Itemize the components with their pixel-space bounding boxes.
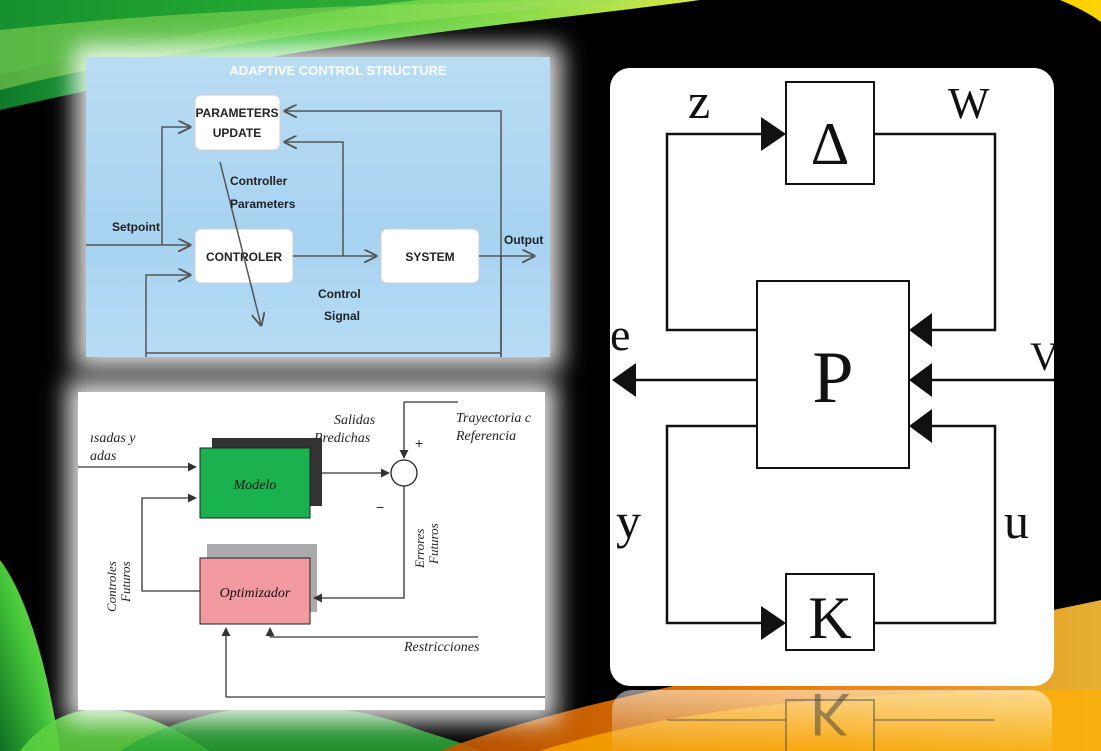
restricciones-label: Restricciones [403, 640, 480, 655]
parameters-update-box [194, 94, 281, 151]
sum-junction [390, 459, 418, 487]
arrow-u-to-p [909, 409, 932, 443]
arrow-e-out [612, 363, 636, 397]
controller-params-label-1: Controller [230, 174, 288, 188]
p-label: P [812, 337, 853, 419]
adaptive-control-diagram: ADAPTIVE CONTROL STRUCTURE PARAMETERS UP… [86, 57, 550, 357]
reflection-k-label: K [810, 690, 850, 748]
control-signal-label-2: Signal [324, 309, 360, 323]
arrow-w-to-p [909, 313, 932, 347]
robust-diagram-reflection: K [612, 690, 1052, 751]
parameters-update-label-2: UPDATE [213, 126, 261, 140]
setpoint-label: Setpoint [112, 220, 160, 234]
top-green-swoosh [0, 0, 700, 110]
inputs-label-2: adas [90, 449, 117, 464]
control-signal-label-1: Control [318, 287, 361, 301]
controles-label-1: Controles [104, 561, 119, 612]
e-label: e [610, 309, 630, 360]
w-label: W [948, 79, 990, 128]
k-box [785, 573, 875, 651]
controller-params-label-2: Parameters [230, 197, 296, 211]
arrow-v-to-p [909, 363, 932, 397]
output-label: Output [504, 233, 543, 247]
model-label: Modelo [233, 478, 277, 493]
mpc-diagram: ısadas y adas Salidas Predichas Trayecto… [78, 392, 545, 710]
controles-label-2: Futuros [118, 561, 133, 603]
adaptive-title: ADAPTIVE CONTROL STRUCTURE [229, 63, 446, 78]
bottom-left-green-swoosh [0, 560, 480, 751]
arrow-to-k [761, 606, 786, 640]
errores-label-2: Futuros [426, 523, 441, 565]
top-right-accent [1060, 0, 1101, 22]
salidas-label-1: Salidas [334, 413, 376, 428]
trayectoria-label-2: Referencia [455, 429, 516, 444]
plus-sign: + [415, 435, 423, 451]
delta-box [785, 81, 875, 185]
optimizer-label: Optimizador [220, 586, 291, 601]
parameters-update-label-1: PARAMETERS [195, 106, 278, 120]
robust-control-diagram: Δ P K z W e V y u [610, 68, 1054, 686]
inputs-label-1: ısadas y [90, 431, 136, 446]
arrow-to-delta [761, 117, 786, 151]
minus-sign: − [376, 499, 384, 515]
v-label: V [1030, 334, 1054, 379]
z-label: z [688, 73, 710, 129]
u-label: u [1004, 493, 1029, 549]
k-label: K [808, 585, 851, 651]
trayectoria-label-1: Trayectoria c [456, 411, 532, 426]
model-box [199, 447, 311, 519]
system-label: SYSTEM [405, 250, 454, 264]
delta-label: Δ [811, 111, 850, 177]
p-box [756, 280, 910, 469]
y-label: y [616, 493, 641, 549]
optimizer-box [199, 557, 311, 625]
errores-label-1: Errores [412, 529, 427, 569]
salidas-label-2: Predichas [313, 431, 371, 446]
